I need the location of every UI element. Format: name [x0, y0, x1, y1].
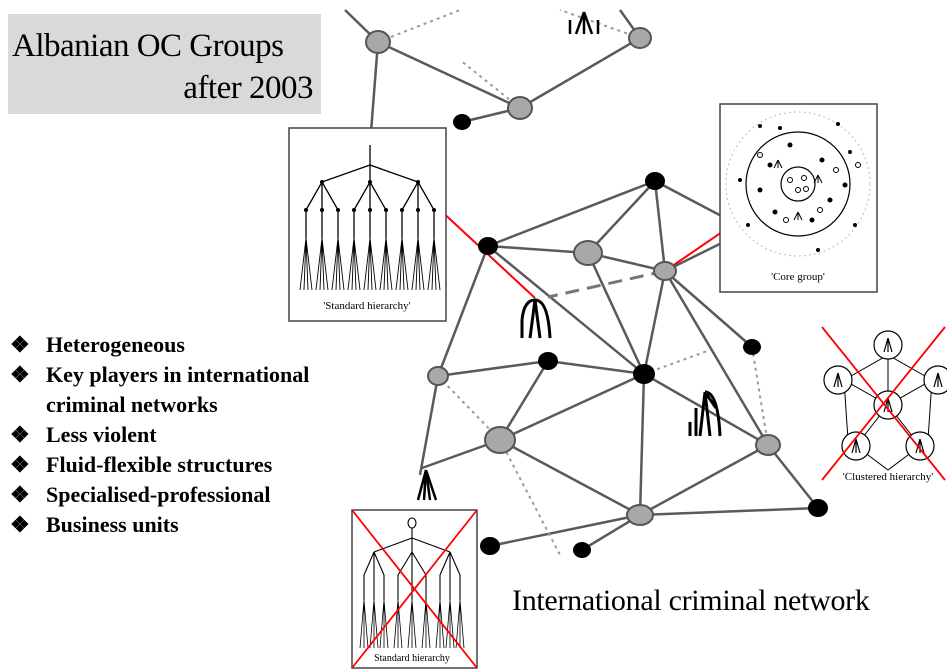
- bullet-text-continuation: criminal networks: [46, 392, 218, 417]
- network-edges-dashed: [377, 9, 769, 556]
- node-dark: [538, 352, 558, 370]
- inset-label-clustered-hierarchy: 'Clustered hierarchy': [843, 471, 933, 483]
- title-line-1: Albanian OC Groups: [12, 28, 284, 64]
- bullet-text: Specialised-professional: [46, 482, 271, 507]
- network-edges-long-dash: [547, 269, 666, 299]
- bullet-text: Key players in international: [46, 362, 310, 387]
- bullet-item: ❖ Less violent: [10, 420, 309, 450]
- inset-standard-hierarchy: 'Standard hierarchy': [288, 127, 447, 322]
- node-dark: [453, 114, 471, 130]
- diamond-cluster-icon: ❖: [10, 452, 30, 477]
- node-grey: [653, 261, 677, 281]
- bullet-text: Business units: [46, 512, 179, 537]
- bullet-item: ❖ Specialised-professional: [10, 480, 309, 510]
- bullet-text: Heterogeneous: [46, 332, 185, 357]
- diamond-cluster-icon: ❖: [10, 482, 30, 507]
- node-grey: [427, 366, 449, 386]
- bullet-item: ❖ Business units: [10, 510, 309, 540]
- node-grey: [628, 27, 652, 49]
- node-grey: [626, 504, 654, 526]
- node-grey: [573, 240, 603, 266]
- bullet-list: ❖ Heterogeneous ❖ Key players in interna…: [10, 330, 309, 540]
- cross-mark: [351, 509, 478, 669]
- bullet-item: ❖ Fluid-flexible structures: [10, 450, 309, 480]
- bullet-text: Fluid-flexible structures: [46, 452, 273, 477]
- title-box: Albanian OC Groups after 2003: [8, 14, 321, 114]
- node-dark: [743, 339, 761, 355]
- mini-hierarchy-icon: [568, 11, 600, 35]
- inset-core-group: 'Core group': [719, 103, 878, 293]
- bullet-text: Less violent: [46, 422, 157, 447]
- diamond-cluster-icon: ❖: [10, 332, 30, 357]
- inset-label-standard-hierarchy: 'Standard hierarchy': [323, 300, 410, 312]
- node-grey: [365, 30, 391, 54]
- title-line-2: after 2003: [183, 70, 313, 106]
- node-grey: [755, 434, 781, 456]
- node-dark: [480, 537, 500, 555]
- inset-label-core-group: 'Core group': [771, 271, 825, 283]
- inset-clustered-hierarchy: 'Clustered hierarchy': [821, 326, 947, 483]
- mini-hierarchy-icon: [520, 298, 552, 339]
- node-dark: [645, 172, 665, 190]
- diamond-cluster-icon: ❖: [10, 512, 30, 537]
- node-grey: [484, 426, 516, 454]
- node-grey: [507, 96, 533, 120]
- node-dark: [808, 499, 828, 517]
- diamond-cluster-icon: ❖: [10, 422, 30, 447]
- network-caption: International criminal network: [512, 584, 870, 617]
- diamond-cluster-icon: ❖: [10, 362, 30, 387]
- mini-hierarchy-icon: [688, 390, 722, 437]
- node-dark: [478, 237, 498, 255]
- bullet-item: ❖ Key players in international criminal …: [10, 360, 309, 420]
- node-dark: [633, 364, 655, 384]
- node-dark: [573, 542, 591, 558]
- inset-label-standard-hierarchy-crossed: Standard hierarchy: [374, 653, 450, 664]
- bullet-item: ❖ Heterogeneous: [10, 330, 309, 360]
- network-nodes-grey: [365, 27, 781, 526]
- inset-standard-hierarchy-crossed: Standard hierarchy: [351, 509, 478, 669]
- cross-mark: [821, 326, 946, 481]
- mini-hierarchy-icon: [416, 469, 438, 501]
